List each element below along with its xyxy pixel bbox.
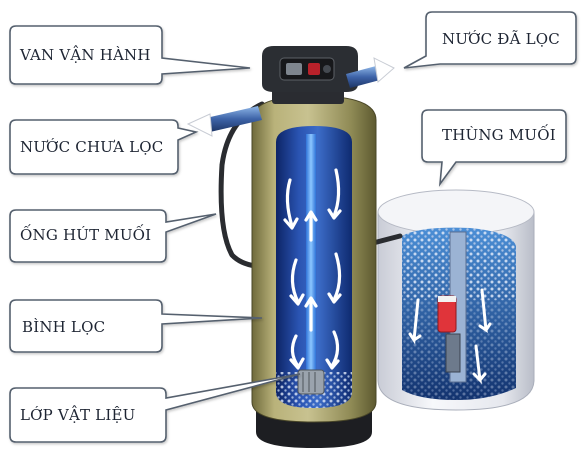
label-media-layer: LỚP VẬT LIỆU <box>20 406 136 424</box>
label-filtered-water: NƯỚC ĐÃ LỌC <box>442 30 560 48</box>
callout-media-layer <box>9 373 301 443</box>
callout-filter-tank <box>9 299 263 353</box>
filter-tank <box>251 95 377 448</box>
outlet-pipe <box>346 57 395 88</box>
callout-filtered-water <box>403 11 577 69</box>
flow-arrows <box>283 168 342 370</box>
control-valve <box>262 46 358 104</box>
label-salt-tank: THÙNG MUỐI <box>442 126 556 144</box>
callout-valve <box>9 25 251 85</box>
salt-tank <box>377 189 535 411</box>
callout-unfiltered-water <box>9 119 199 175</box>
callout-salt-suction-pipe <box>9 209 217 263</box>
label-filter-tank: BÌNH LỌC <box>22 318 106 336</box>
label-salt-suction-pipe: ỐNG HÚT MUỐI <box>20 226 152 244</box>
callout-salt-tank <box>421 109 567 187</box>
inlet-pipe <box>186 106 262 137</box>
label-valve: VAN VẬN HÀNH <box>20 46 151 64</box>
label-unfiltered-water: NƯỚC CHƯA LỌC <box>20 138 164 156</box>
